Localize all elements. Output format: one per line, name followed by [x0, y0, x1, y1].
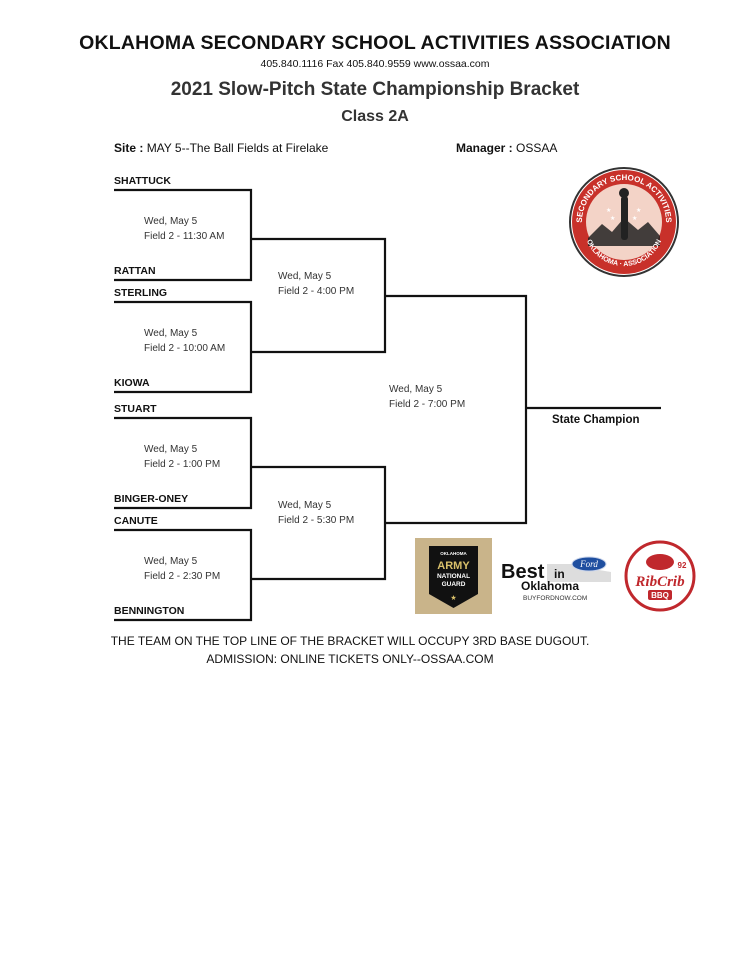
team-stuart: STUART [114, 403, 157, 415]
game-date: Wed, May 5 [144, 556, 198, 567]
team-shattuck: SHATTUCK [114, 175, 171, 187]
star-icon: ★ [606, 207, 611, 214]
state-champion-label: State Champion [552, 414, 640, 426]
oklahoma-text: Oklahoma [521, 579, 579, 593]
game-info: Wed, May 5 Field 2 - 10:00 AM [144, 326, 225, 356]
org-name: OKLAHOMA SECONDARY SCHOOL ACTIVITIES ASS… [79, 32, 671, 54]
game-info: Wed, May 5 Field 2 - 2:30 PM [144, 554, 220, 584]
ford-text: Ford [579, 559, 598, 569]
game-field: Field 2 - 1:00 PM [144, 459, 221, 470]
game-info: Wed, May 5 Field 2 - 11:30 AM [144, 214, 224, 244]
game-field: Field 2 - 10:00 AM [144, 343, 226, 354]
team-canute: CANUTE [114, 515, 158, 527]
game-field: Field 2 - 4:00 PM [278, 286, 355, 297]
star-icon: ★ [450, 594, 456, 602]
game-info: Wed, May 5 Field 2 - 5:30 PM [278, 498, 354, 528]
game-date: Wed, May 5 [144, 328, 198, 339]
game-date: Wed, May 5 [278, 500, 332, 511]
dugout-note: THE TEAM ON THE TOP LINE OF THE BRACKET … [110, 634, 590, 648]
manager-value: OSSAA [516, 141, 558, 155]
site-info: Site : MAY 5--The Ball Fields at Firelak… [114, 141, 328, 155]
manager-info: Manager : OSSAA [456, 141, 557, 155]
guard-shield-icon: OKLAHOMA ARMY NATIONAL GUARD ★ [429, 546, 478, 608]
game-field: Field 2 - 5:30 PM [278, 515, 355, 526]
bracket-title: 2021 Slow-Pitch State Championship Brack… [170, 79, 580, 100]
ribcrib-number: 92 [678, 561, 687, 570]
game-info: Wed, May 5 Field 2 - 1:00 PM [144, 442, 220, 472]
guard-small-text: OKLAHOMA [440, 551, 467, 556]
buyfordnow-text: BUYFORDNOW.COM [523, 595, 587, 602]
team-rattan: RATTAN [114, 265, 156, 277]
ribcrib-logo: 92 RibCrib BBQ [622, 540, 698, 612]
site-label: Site : [114, 141, 144, 155]
best-in-text: in [554, 567, 565, 581]
game-field: Field 2 - 7:00 PM [389, 399, 466, 410]
star-icon: ★ [632, 215, 637, 222]
best-in-oklahoma-logo: Best in Ford Oklahoma BUYFORDNOW.COM [499, 552, 613, 604]
team-kiowa: KIOWA [114, 377, 150, 389]
class-label: Class 2A [341, 108, 409, 125]
contact-info: 405.840.1116 Fax 405.840.9559 www.ossaa.… [260, 58, 490, 70]
army-national-guard-logo: OKLAHOMA ARMY NATIONAL GUARD ★ [415, 538, 492, 614]
best-text: Best [501, 561, 545, 583]
ossaa-seal-logo: ★ ★ ★ ★ SECONDARY SCHOOL ACTIVITIES OKLA… [569, 167, 679, 277]
ribcrib-bbq: BBQ [651, 591, 669, 600]
game-date: Wed, May 5 [144, 216, 198, 227]
game-field: Field 2 - 2:30 PM [144, 571, 221, 582]
guard-guard-text: GUARD [442, 581, 466, 588]
team-bennington: BENNINGTON [114, 605, 185, 617]
manager-label: Manager : [456, 141, 513, 155]
admission-note: ADMISSION: ONLINE TICKETS ONLY--OSSAA.CO… [206, 652, 494, 666]
site-value: MAY 5--The Ball Fields at Firelake [146, 141, 329, 155]
game-date: Wed, May 5 [278, 271, 332, 282]
star-icon: ★ [610, 215, 615, 222]
guard-army-text: ARMY [437, 560, 470, 572]
star-icon: ★ [636, 207, 641, 214]
game-date: Wed, May 5 [144, 444, 198, 455]
ribcrib-graphic: 92 RibCrib BBQ [624, 540, 696, 612]
game-date: Wed, May 5 [389, 384, 443, 395]
game-info: Wed, May 5 Field 2 - 7:00 PM [389, 382, 465, 412]
game-field: Field 2 - 11:30 AM [144, 231, 225, 242]
game-info: Wed, May 5 Field 2 - 4:00 PM [278, 269, 354, 299]
team-binger-oney: BINGER-ONEY [114, 493, 189, 505]
ribcrib-text: RibCrib [634, 574, 685, 590]
guard-national-text: NATIONAL [437, 573, 470, 580]
best-in-oklahoma-graphic: Best in Ford Oklahoma BUYFORDNOW.COM [501, 556, 611, 602]
team-sterling: STERLING [114, 287, 168, 299]
pig-icon [646, 554, 674, 570]
